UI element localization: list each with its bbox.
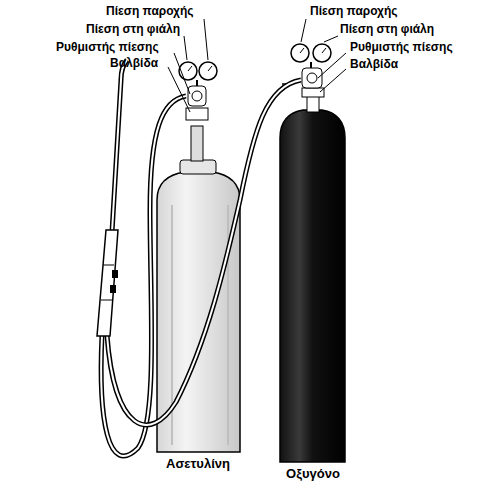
gauge-label: Πίεση στη φιάλη [340, 22, 434, 36]
gauge-label: Πίεση παροχής [106, 4, 194, 18]
cylinder-label: Οξυγόνο [286, 467, 340, 481]
oxygen-cylinder [280, 44, 345, 462]
valve-label: Βαλβίδα [110, 56, 158, 70]
hose [107, 80, 301, 425]
regulator-label: Ρυθμιστής πίεσης [350, 40, 453, 54]
valve-label: Βαλβίδα [350, 57, 398, 71]
gauge-label: Πίεση στη φιάλη [86, 22, 180, 36]
leader-lines [168, 19, 346, 112]
welding-torch [97, 60, 127, 336]
cylinder-label: Ασετυλίνη [166, 457, 230, 471]
regulator-label: Ρυθμιστής πίεσης [56, 40, 159, 54]
gauge-label: Πίεση παροχής [310, 4, 398, 18]
